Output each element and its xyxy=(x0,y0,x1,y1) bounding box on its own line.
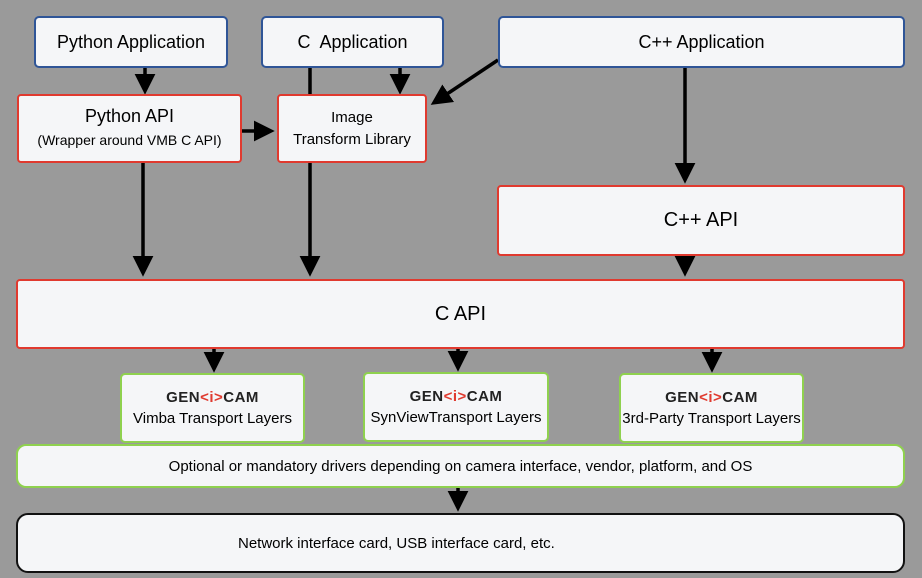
cpp-application-label: C++ Application xyxy=(638,31,765,52)
genicam-logo: GEN<i>CAM xyxy=(665,389,758,406)
synview-transport-layers-label: SynViewTransport Layers xyxy=(370,409,542,426)
python-api-title: Python API xyxy=(84,106,175,126)
c-application-box: C Application xyxy=(261,16,444,68)
hardware-label: Network interface card, USB interface ca… xyxy=(238,534,555,552)
python-api-box: Python API (Wrapper around VMB C API) xyxy=(17,94,242,163)
drivers-label: Optional or mandatory drivers depending … xyxy=(168,457,753,475)
drivers-box: Optional or mandatory drivers depending … xyxy=(16,444,905,488)
python-application-label: Python Application xyxy=(56,31,206,52)
hardware-box: Network interface card, USB interface ca… xyxy=(16,513,905,573)
thirdparty-transport-layers-label: 3rd-Party Transport Layers xyxy=(622,410,801,427)
c-api-box: C API xyxy=(16,279,905,349)
cpp-api-box: C++ API xyxy=(497,185,905,256)
vimba-transport-layers-box: GEN<i>CAM Vimba Transport Layers xyxy=(120,373,305,443)
python-api-subtitle: (Wrapper around VMB C API) xyxy=(37,132,222,148)
python-application-box: Python Application xyxy=(34,16,228,68)
c-api-label: C API xyxy=(434,302,487,325)
cpp-api-label: C++ API xyxy=(663,209,739,231)
c-application-label: C Application xyxy=(297,31,408,52)
vimba-transport-layers-label: Vimba Transport Layers xyxy=(133,410,292,427)
image-transform-library-box: Image Transform Library xyxy=(277,94,427,163)
arrow-cpp-app-to-image-transform xyxy=(430,58,499,105)
thirdparty-transport-layers-box: GEN<i>CAM 3rd-Party Transport Layers xyxy=(619,373,804,443)
image-transform-line2: Transform Library xyxy=(293,130,411,148)
genicam-logo: GEN<i>CAM xyxy=(409,388,503,405)
image-transform-line1: Image xyxy=(331,108,373,126)
genicam-logo: GEN<i>CAM xyxy=(166,389,259,406)
cpp-application-box: C++ Application xyxy=(498,16,905,68)
synview-transport-layers-box: GEN<i>CAM SynViewTransport Layers xyxy=(363,372,549,442)
